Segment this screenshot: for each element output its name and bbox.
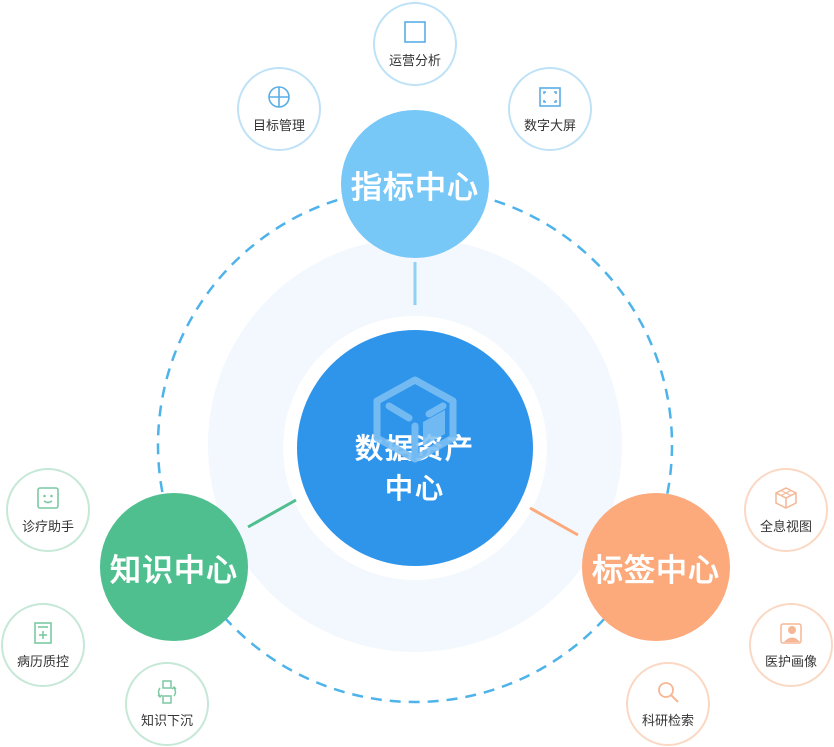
hologram-cube-icon	[775, 486, 797, 509]
connector-knowledge	[247, 498, 297, 529]
person-icon	[780, 622, 802, 644]
satellite-digital-screen[interactable]: 数字大屏	[508, 67, 592, 151]
center-hub-data-assets[interactable]: 数据资产 中心	[297, 330, 533, 566]
satellite-record-quality-control[interactable]: 病历质控	[1, 603, 85, 687]
square-icon	[404, 20, 426, 43]
satellite-label: 全息视图	[759, 519, 812, 535]
hub-index-label: 指标中心	[351, 169, 479, 206]
satellite-label: 病历质控	[16, 654, 69, 670]
hub-knowledge-label: 知识中心	[110, 552, 238, 589]
cycle-icon	[157, 679, 177, 704]
satellite-knowledge-sinking[interactable]: 知识下沉	[125, 662, 209, 746]
search-icon	[658, 681, 679, 703]
cube-icon	[373, 376, 457, 463]
hub-index-center[interactable]: 指标中心	[341, 110, 489, 258]
satellite-label: 目标管理	[252, 118, 305, 134]
satellite-label: 诊疗助手	[21, 519, 74, 535]
satellite-diagnosis-assistant[interactable]: 诊疗助手	[6, 468, 90, 552]
smile-face-icon	[37, 486, 59, 509]
satellite-operation-analysis[interactable]: 运营分析	[373, 2, 457, 86]
satellite-label: 数字大屏	[523, 118, 576, 134]
satellite-label: 医护画像	[764, 654, 817, 670]
screen-icon	[539, 86, 561, 107]
hub-knowledge-center[interactable]: 知识中心	[100, 493, 248, 641]
hub-tag-label: 标签中心	[592, 552, 720, 589]
hub-tag-center[interactable]: 标签中心	[582, 493, 730, 641]
dashed-orbit	[156, 186, 674, 704]
satellite-staff-portrait[interactable]: 医护画像	[749, 603, 833, 687]
satellite-target-management[interactable]: 目标管理	[237, 67, 321, 151]
center-hub-label-line2: 中心	[384, 472, 445, 505]
satellite-label: 知识下沉	[140, 713, 193, 729]
satellite-label: 科研检索	[641, 713, 694, 729]
satellite-research-search[interactable]: 科研检索	[626, 662, 710, 746]
crosshair-icon	[268, 85, 290, 108]
connector-tag	[529, 506, 579, 537]
satellite-holographic-view[interactable]: 全息视图	[744, 468, 828, 552]
document-plus-icon	[34, 621, 52, 644]
satellite-label: 运营分析	[388, 53, 441, 69]
